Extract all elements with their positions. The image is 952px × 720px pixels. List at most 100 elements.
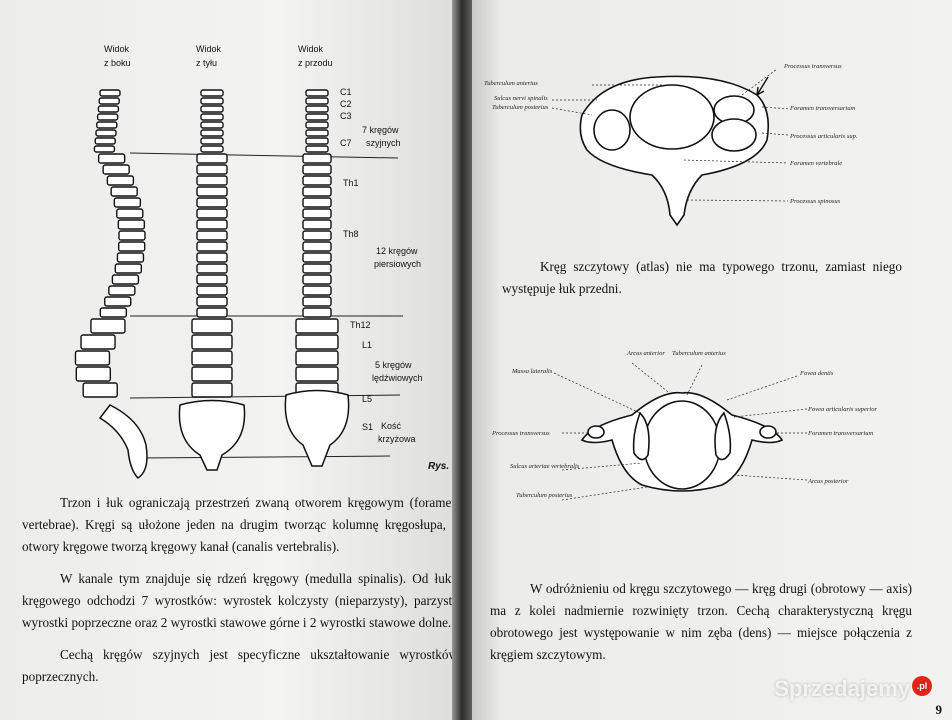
side-vertebra (113, 197, 142, 208)
side-vertebra (116, 252, 145, 263)
axis-paragraph: W odróżnieniu od kręgu szczytowego — krę… (490, 581, 912, 662)
back-vertebra (191, 382, 233, 398)
side-vertebra (104, 296, 132, 307)
sacrum-front (284, 389, 350, 467)
front-vertebra (295, 366, 339, 382)
side-vertebra (99, 89, 121, 97)
front-vertebra (302, 241, 332, 252)
front-vertebra (305, 97, 329, 105)
view-label-front-2: z przodu (298, 58, 333, 68)
region-lumbar-1: 5 kręgów (375, 360, 412, 370)
back-vertebra (200, 105, 224, 113)
front-view-spine (295, 89, 339, 398)
region-sacrum-2: krzyżowa (378, 434, 416, 444)
spine-figure: Widok z boku Widok z tyłu Widok z przodu… (74, 44, 458, 479)
view-label-front-1: Widok (298, 44, 324, 54)
label-th8: Th8 (343, 229, 359, 239)
region-sacrum-1: Kość (381, 421, 402, 431)
paragraph-2: W kanale tym znajduje się rdzeń kręgowy … (22, 571, 458, 630)
back-view-spine (191, 89, 233, 398)
back-vertebra (200, 89, 224, 97)
label-massa-lateralis: Massa lateralis (511, 368, 553, 375)
label-processus-transversus: Processus transversus (783, 63, 842, 70)
label-processus-articularis-sup: Processus articularis sup. (789, 133, 858, 140)
paragraph-1: Trzon i łuk ograniczają przestrzeń zwaną… (22, 495, 458, 554)
side-vertebra (74, 350, 111, 366)
left-page: Widok z boku Widok z tyłu Widok z przodu… (0, 0, 470, 720)
figure-caption: Rys. 1 (428, 461, 458, 472)
side-vertebra (90, 318, 126, 334)
label-fovea-articularis-superior: Fovea articularis superior (807, 406, 877, 413)
view-label-side-1: Widok (104, 44, 130, 54)
watermark-badge: .pl (912, 676, 932, 696)
label-sulcus-nervi-spinalis: Sulcus nervi spinalis (494, 95, 548, 102)
view-label-back-2: z tyłu (196, 58, 217, 68)
region-cervical-1: 7 kręgów (362, 125, 399, 135)
label-foramen-transversarium-2: Foramen transversarium (807, 430, 873, 437)
side-vertebra (106, 175, 135, 186)
front-vertebra (305, 113, 329, 121)
back-vertebra (196, 219, 228, 230)
side-vertebra (117, 219, 146, 230)
side-vertebra (102, 164, 130, 175)
front-vertebra (295, 350, 339, 366)
back-vertebra (196, 263, 228, 274)
region-cervical-2: szyjnych (366, 138, 401, 148)
side-vertebra (98, 97, 120, 105)
front-vertebra (302, 164, 332, 175)
arrow-icon (756, 76, 769, 96)
back-vertebra (196, 230, 228, 241)
back-vertebra (200, 137, 224, 145)
front-vertebra (295, 334, 339, 350)
sacrum-back (178, 399, 246, 471)
front-vertebra (302, 153, 332, 164)
front-vertebra (302, 197, 332, 208)
side-vertebra (96, 113, 119, 121)
back-vertebra (196, 208, 228, 219)
front-vertebra (302, 285, 332, 296)
back-vertebra (200, 145, 224, 153)
back-vertebra (196, 252, 228, 263)
back-vertebra (196, 307, 228, 318)
back-vertebra (196, 274, 228, 285)
back-vertebra (200, 129, 224, 137)
side-vertebra (117, 241, 146, 252)
view-label-side-2: z boku (104, 58, 131, 68)
back-vertebra (196, 186, 228, 197)
page-number: 9 (935, 702, 943, 717)
front-vertebra (302, 230, 332, 241)
label-tuberculum-posterius: Tuberculum posterius (492, 104, 549, 111)
book-gutter (452, 0, 474, 720)
side-vertebra (114, 263, 143, 274)
side-vertebra (118, 230, 146, 241)
back-vertebra (191, 334, 233, 350)
view-label-back-1: Widok (196, 44, 222, 54)
back-vertebra (196, 164, 228, 175)
label-l5: L5 (362, 394, 372, 404)
side-vertebra (93, 145, 116, 153)
atlas-figure-bottom: Arcus anterior Tuberculum anterius Massa… (491, 350, 877, 501)
label-fovea-dentis: Fovea dentis (799, 370, 834, 377)
atlas-figure-top: Tuberculum anterius Sulcus nervi spinali… (484, 63, 858, 227)
atlas-caption: Kręg szczytowy (atlas) nie ma typowego t… (502, 259, 902, 296)
side-vertebra (108, 285, 136, 296)
side-vertebra (80, 334, 116, 350)
right-page: Tuberculum anterius Sulcus nervi spinali… (472, 0, 952, 720)
label-tuberculum-anterius-2: Tuberculum anterius (672, 350, 726, 357)
back-vertebra (196, 153, 228, 164)
watermark-logo: Sprzedajemy.pl (774, 676, 932, 702)
back-vertebra (191, 350, 233, 366)
label-th1: Th1 (343, 178, 359, 188)
side-view-spine (74, 89, 146, 398)
label-foramen-transversarium: Foramen transversarium (789, 105, 855, 112)
back-vertebra (200, 121, 224, 129)
back-vertebra (196, 285, 228, 296)
front-vertebra (302, 307, 332, 318)
side-vertebra (95, 129, 117, 137)
back-vertebra (196, 241, 228, 252)
back-vertebra (196, 296, 228, 307)
front-vertebra (302, 208, 332, 219)
back-vertebra (196, 197, 228, 208)
back-vertebra (191, 318, 233, 334)
label-arcus-anterior: Arcus anterior (626, 350, 665, 357)
